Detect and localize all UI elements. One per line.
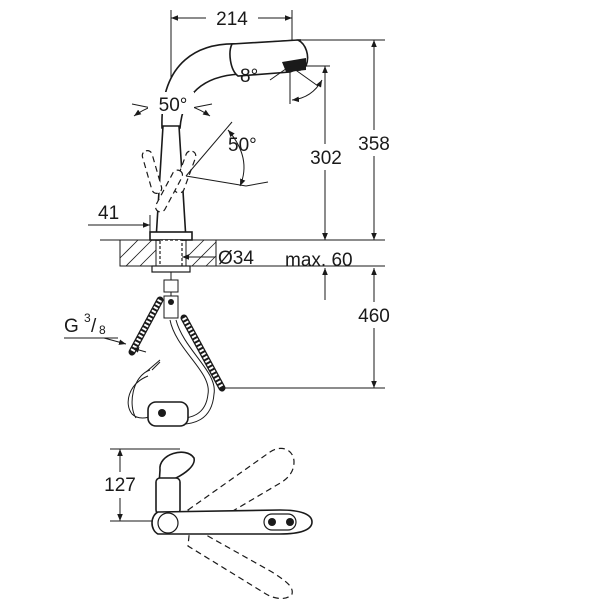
thread-main-label: G [64,316,79,337]
height-dimensions: 302 358 [300,39,398,240]
faucet-plan-view: 127 [98,447,313,600]
thread-denominator: 8 [99,323,106,337]
faucet-side-view [141,39,309,241]
thread-fraction-slash: / [91,316,97,337]
lever-ghost-tilt [154,169,184,213]
plan-depth-label: 127 [104,475,136,496]
reach-dimension: 214 [170,6,293,112]
thread-numerator: 3 [84,311,91,325]
base-offset-label: 41 [98,203,119,224]
spray-angle-label: 8° [240,66,258,87]
reach-label: 214 [216,9,248,30]
lever-tilt-label: 50° [228,135,257,156]
supply-hoses [127,296,226,427]
deck-thickness-dimension: max. 60 [285,226,353,300]
overall-height-label: 358 [358,134,390,155]
hole-diameter-label: Ø34 [218,248,254,269]
hose-length-dimension: 460 [222,268,398,389]
plan-body [155,477,181,515]
base-offset-dimension: 41 [88,203,151,240]
lever-tilt-dimension: 50° [185,121,269,187]
supply-hose-right [180,314,226,392]
lever-swing-label: 50° [159,95,188,116]
hose-counterweight [147,401,189,427]
lever-ghost-left [141,150,163,194]
deck-thickness-label: max. 60 [285,250,353,271]
hole-diameter-dimension: Ø34 [182,248,254,269]
spray-angle-dimension: 8° [240,65,323,104]
spout-ghost-lower [187,525,293,600]
spout-height-label: 302 [310,148,342,169]
thread-size-callout: G 3 / 8 [64,311,147,353]
faucet-base [149,231,193,241]
pullout-hose [169,319,209,419]
lever-swing-dimension: 50° [131,92,213,117]
spray-head-nozzle [282,58,306,72]
spout-ghost-upper [187,447,295,529]
countertop [100,239,385,319]
hose-length-label: 460 [358,306,390,327]
